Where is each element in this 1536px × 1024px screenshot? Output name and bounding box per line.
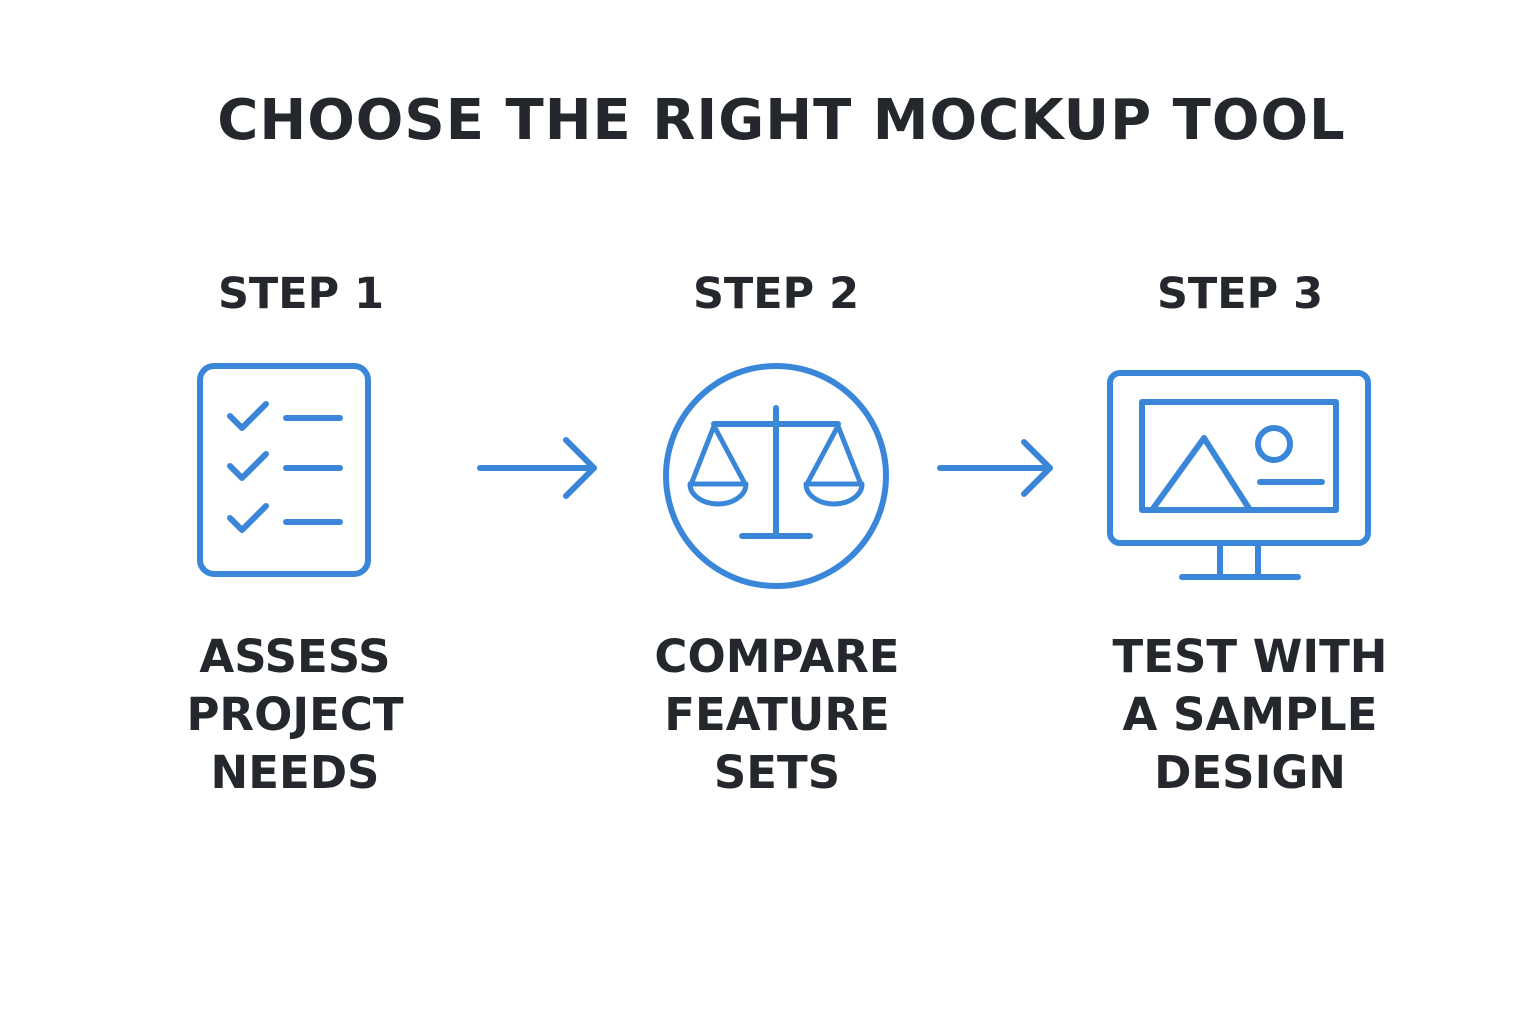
step-3-line-2: A SAMPLE bbox=[1122, 688, 1378, 741]
step-2-description: COMPARE FEATURE SETS bbox=[597, 628, 957, 802]
arrow-right-icon bbox=[937, 439, 1053, 497]
step-2-line-2: FEATURE bbox=[664, 688, 890, 741]
step-1-line-1: ASSESS bbox=[199, 630, 391, 683]
arrow-right-icon bbox=[477, 437, 597, 499]
checklist-icon bbox=[197, 363, 371, 577]
step-2-line-1: COMPARE bbox=[654, 630, 900, 683]
step-2-line-3: SETS bbox=[713, 746, 841, 799]
step-3-description: TEST WITH A SAMPLE DESIGN bbox=[1070, 628, 1430, 802]
step-2-label: STEP 2 bbox=[692, 269, 860, 319]
step-1-line-3: NEEDS bbox=[210, 746, 380, 799]
balance-scale-icon bbox=[663, 363, 889, 589]
diagram-title: CHOOSE THE RIGHT MOCKUP TOOL bbox=[217, 88, 1346, 153]
step-3-line-1: TEST WITH bbox=[1112, 630, 1388, 683]
monitor-image-icon bbox=[1107, 370, 1371, 580]
step-1-line-2: PROJECT bbox=[186, 688, 404, 741]
step-1-label: STEP 1 bbox=[217, 269, 385, 319]
step-3-label: STEP 3 bbox=[1156, 269, 1324, 319]
step-3-line-3: DESIGN bbox=[1154, 746, 1346, 799]
step-1-description: ASSESS PROJECT NEEDS bbox=[115, 628, 475, 802]
